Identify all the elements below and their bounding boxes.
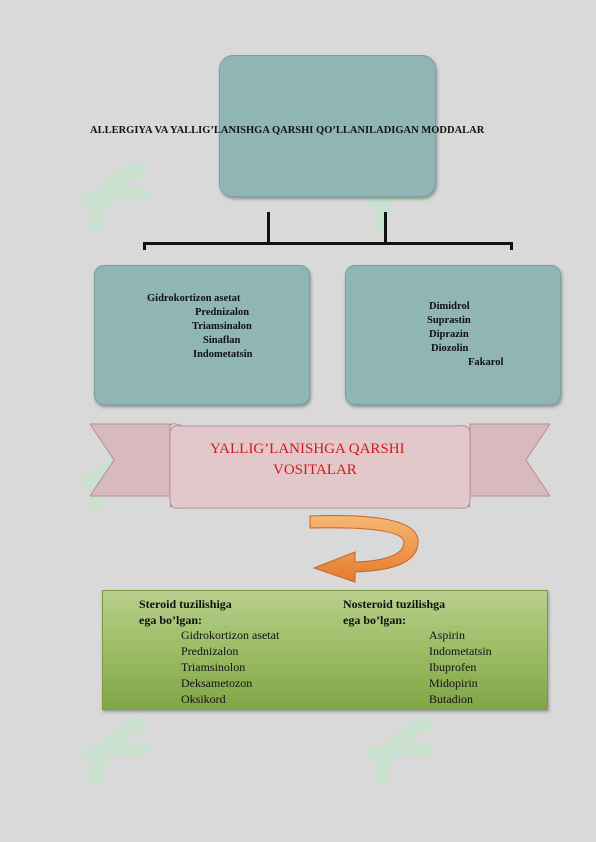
left-item: Indometatsin <box>193 349 253 360</box>
right-item: Diozolin <box>431 343 469 354</box>
left-item: Triamsinalon <box>192 321 252 332</box>
nosteroid-heading: Nosteroid tuzilishga <box>343 597 446 611</box>
banner-title-line1: YALLIG’LANISHGA QARSHI <box>210 441 405 457</box>
steroid-heading: Steroid tuzilishiga <box>139 597 232 611</box>
ribbon-banner <box>90 423 550 509</box>
connector-horizontal <box>143 242 513 245</box>
title-box <box>219 55 436 197</box>
connector-tick-left <box>143 242 146 250</box>
right-item: Fakarol <box>468 357 504 368</box>
banner-title-line2: VOSITALAR <box>273 462 357 478</box>
steroid-item: Deksametozon <box>181 676 253 690</box>
connector-right <box>384 212 387 244</box>
curved-arrow-icon <box>309 515 419 583</box>
right-item: Diprazin <box>429 329 469 340</box>
antihistamine-drugs-box <box>345 265 561 405</box>
steroid-subheading: ega bo’lgan: <box>139 613 202 627</box>
connector-tick-right <box>510 242 513 250</box>
nosteroid-item: Indometatsin <box>429 644 492 658</box>
page-title: ALLERGIYA VA YALLIG’LANISHGA QARSHI QO’L… <box>90 125 485 136</box>
steroid-item: Prednizalon <box>181 644 239 658</box>
connector-left <box>267 212 270 244</box>
nosteroid-item: Ibuprofen <box>429 660 477 674</box>
nosteroid-item: Midopirin <box>429 676 478 690</box>
nosteroid-item: Aspirin <box>429 628 465 642</box>
drug-classification-box <box>102 590 548 710</box>
steroid-item: Triamsinolon <box>181 660 246 674</box>
left-item: Gidrokortizon asetat <box>147 293 241 304</box>
left-item: Prednizalon <box>195 307 250 318</box>
steroid-item: Gidrokortizon asetat <box>181 628 280 642</box>
left-item: Sinaflan <box>203 335 241 346</box>
nosteroid-item: Butadion <box>429 692 473 706</box>
nosteroid-subheading: ega bo’lgan: <box>343 613 406 627</box>
steroid-drugs-box <box>94 265 310 405</box>
right-item: Dimidrol <box>429 301 470 312</box>
steroid-item: Oksikord <box>181 692 226 706</box>
right-item: Suprastin <box>427 315 471 326</box>
